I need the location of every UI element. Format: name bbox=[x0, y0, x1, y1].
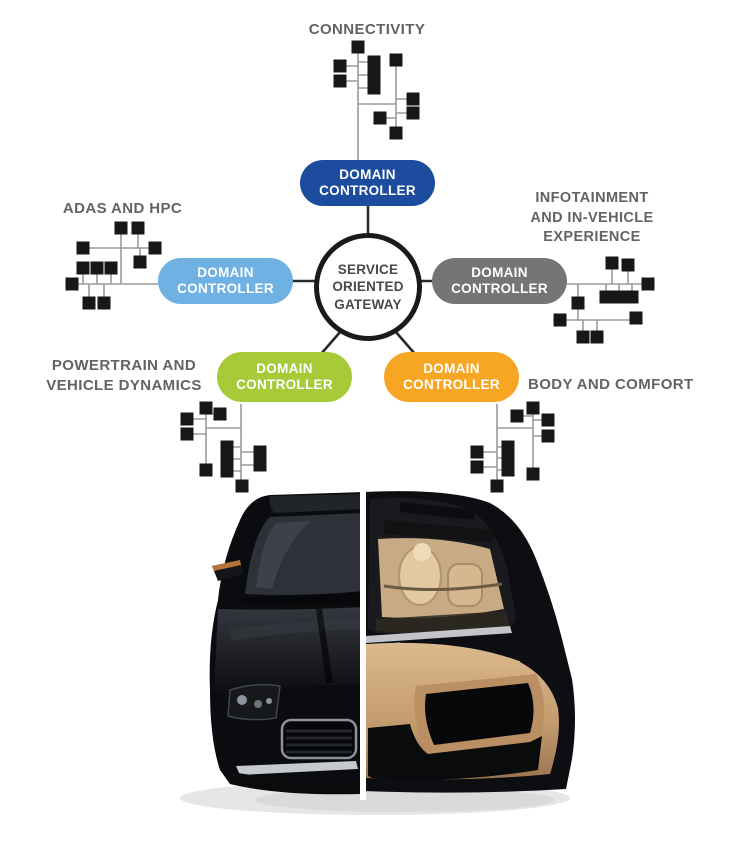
gateway-label-line1: SERVICE bbox=[337, 261, 399, 277]
split-divider-line bbox=[360, 480, 366, 800]
controller-label-line1: DOMAIN bbox=[471, 264, 528, 280]
domain-controller-adas: DOMAIN CONTROLLER bbox=[158, 258, 293, 304]
connectivity-ecu-network bbox=[333, 40, 420, 161]
domain-controller-connectivity: DOMAIN CONTROLLER bbox=[300, 160, 435, 206]
domain-label-infotainment-line2: AND IN-VEHICLE bbox=[530, 209, 654, 226]
controller-label-line1: DOMAIN bbox=[423, 360, 480, 376]
gateway-label-line3: GATEWAY bbox=[334, 296, 402, 312]
domain-label-body-comfort: BODY AND COMFORT bbox=[528, 376, 694, 393]
domain-label-infotainment: INFOTAINMENT AND IN-VEHICLE EXPERIENCE bbox=[503, 189, 681, 248]
domain-label-infotainment-line1: INFOTAINMENT bbox=[535, 190, 649, 206]
adas-ecu-network bbox=[65, 221, 162, 310]
infotainment-ecu-network bbox=[553, 256, 655, 344]
domain-label-adas: ADAS AND HPC bbox=[62, 200, 183, 217]
domain-label-connectivity: CONNECTIVITY bbox=[308, 21, 426, 38]
powertrain-ecu-network bbox=[180, 401, 267, 493]
controller-label-line2: CONTROLLER bbox=[319, 183, 416, 198]
sedan-headlight bbox=[227, 683, 281, 721]
controller-label-line1: DOMAIN bbox=[197, 264, 254, 280]
domain-controller-body-comfort: DOMAIN CONTROLLER bbox=[384, 352, 519, 402]
domain-label-infotainment-line3: EXPERIENCE bbox=[543, 229, 641, 246]
body-comfort-ecu-network bbox=[470, 401, 555, 493]
controller-label-line2: CONTROLLER bbox=[177, 281, 274, 296]
domain-label-powertrain-line2: VEHICLE DYNAMICS bbox=[46, 377, 202, 395]
domain-controller-powertrain: DOMAIN CONTROLLER bbox=[217, 352, 352, 402]
controller-label-line2: CONTROLLER bbox=[236, 377, 333, 392]
service-oriented-gateway: SERVICE ORIENTED GATEWAY bbox=[314, 233, 422, 341]
controller-label-line1: DOMAIN bbox=[256, 360, 313, 376]
controller-label-line1: DOMAIN bbox=[339, 166, 396, 182]
gateway-label-line2: ORIENTED bbox=[332, 279, 404, 295]
sedan-half bbox=[209, 492, 361, 795]
domain-controller-infotainment: DOMAIN CONTROLLER bbox=[432, 258, 567, 304]
domain-label-powertrain-line1: POWERTRAIN AND bbox=[51, 357, 197, 374]
controller-label-line2: CONTROLLER bbox=[451, 281, 548, 296]
controller-label-line2: CONTROLLER bbox=[403, 377, 500, 392]
domain-label-powertrain: POWERTRAIN AND VEHICLE DYNAMICS bbox=[28, 356, 220, 397]
concept-half bbox=[364, 491, 575, 793]
gateway-connectors bbox=[291, 204, 434, 356]
vehicle-split-image bbox=[180, 480, 575, 815]
